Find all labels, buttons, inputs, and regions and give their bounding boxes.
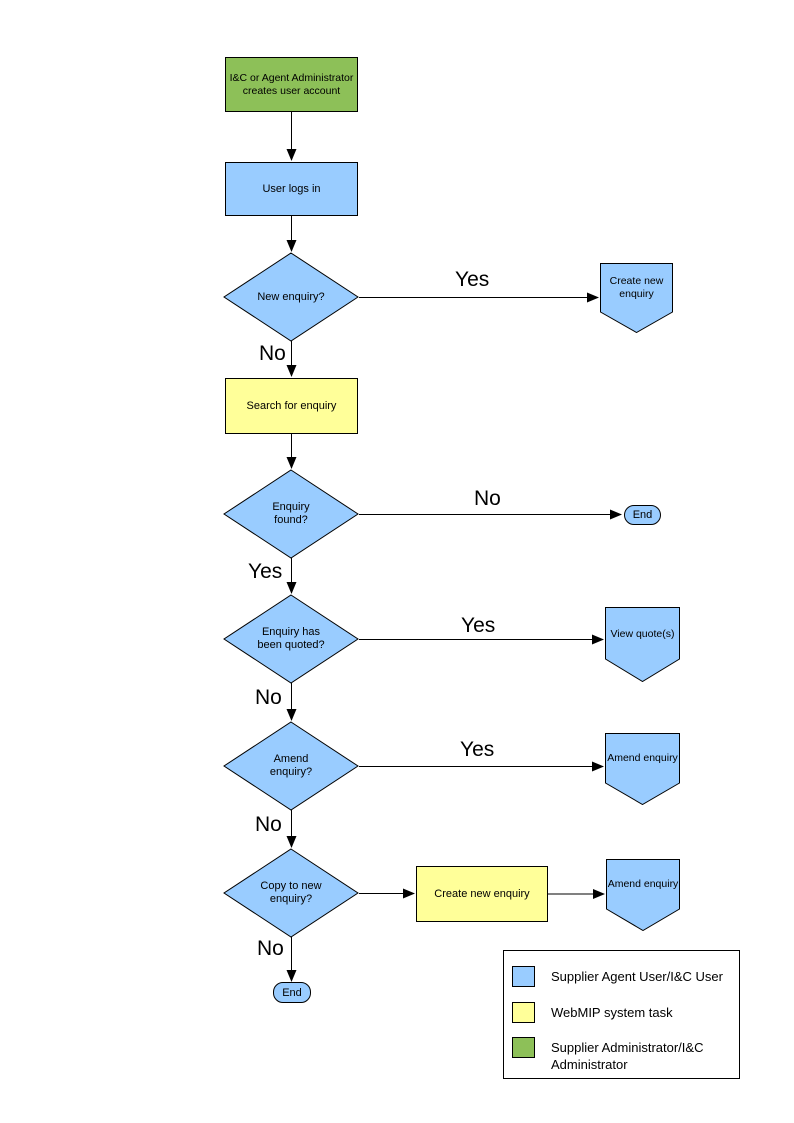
legend: Supplier Agent User/I&C User WebMIP syst… — [503, 950, 740, 1079]
decision-enquiry-found: Enquiry found? — [223, 469, 359, 559]
legend-label: WebMIP system task — [551, 1005, 673, 1020]
node-create-new-enquiry-task: Create new enquiry — [416, 866, 548, 922]
node-view-quotes: View quote(s) — [605, 607, 680, 682]
decision-label: New enquiry? — [257, 290, 325, 303]
pentagon-shape — [606, 859, 680, 931]
pentagon-shape — [600, 263, 673, 333]
node-create-new-enquiry: Create new enquiry — [600, 263, 673, 333]
decision-label: Amend enquiry? — [269, 753, 313, 778]
edge-label-no-amend: No — [255, 813, 282, 836]
node-user-logs-in: User logs in — [225, 162, 358, 216]
decision-label: Enquiry has been quoted? — [257, 626, 325, 651]
edge-label-no-enquiry-found: No — [474, 487, 501, 510]
legend-item-system: WebMIP system task — [512, 1002, 673, 1023]
edge-label-yes-new-enquiry: Yes — [455, 268, 490, 291]
terminator-end-2: End — [273, 982, 311, 1003]
pentagon-shape — [605, 607, 680, 682]
node-amend-enquiry-1: Amend enquiry — [605, 733, 680, 805]
node-label: View quote(s) — [610, 627, 675, 640]
diamond-shape — [223, 469, 359, 559]
edge-label-yes-quoted: Yes — [461, 614, 496, 637]
decision-copy-to-new-enquiry: Copy to new enquiry? — [223, 848, 359, 938]
diamond-shape — [223, 721, 359, 811]
edge-label-no-new-enquiry: No — [259, 342, 286, 365]
legend-item-admin: Supplier Administrator/I&C Administrator — [512, 1037, 731, 1073]
diamond-shape — [223, 848, 359, 938]
legend-swatch-yellow — [512, 1002, 535, 1023]
edge-label-no-quoted: No — [255, 686, 282, 709]
node-label: Amend enquiry — [607, 752, 678, 765]
legend-label: Supplier Administrator/I&C Administrator — [551, 1040, 704, 1072]
edge-label-yes-enquiry-found: Yes — [248, 560, 283, 583]
decision-enquiry-quoted: Enquiry has been quoted? — [223, 594, 359, 684]
node-create-user-account: I&C or Agent Administrator creates user … — [225, 57, 358, 112]
pentagon-shape — [605, 733, 680, 805]
decision-label: Enquiry found? — [272, 501, 310, 526]
node-amend-enquiry-2: Amend enquiry — [606, 859, 680, 931]
edge-label-yes-amend: Yes — [460, 738, 495, 761]
decision-new-enquiry: New enquiry? — [223, 252, 359, 342]
node-label: Create new enquiry — [609, 275, 664, 301]
node-search-for-enquiry: Search for enquiry — [225, 378, 358, 434]
legend-swatch-blue — [512, 966, 535, 987]
legend-swatch-green — [512, 1037, 535, 1058]
node-label: Amend enquiry — [607, 878, 679, 891]
legend-label: Supplier Agent User/I&C User — [551, 969, 723, 984]
diamond-shape — [223, 252, 359, 342]
decision-label: Copy to new enquiry? — [260, 880, 322, 905]
edge-label-no-copy: No — [257, 937, 284, 960]
diamond-shape — [223, 594, 359, 684]
terminator-end-1: End — [624, 505, 661, 525]
decision-amend-enquiry: Amend enquiry? — [223, 721, 359, 811]
legend-item-user: Supplier Agent User/I&C User — [512, 966, 723, 987]
